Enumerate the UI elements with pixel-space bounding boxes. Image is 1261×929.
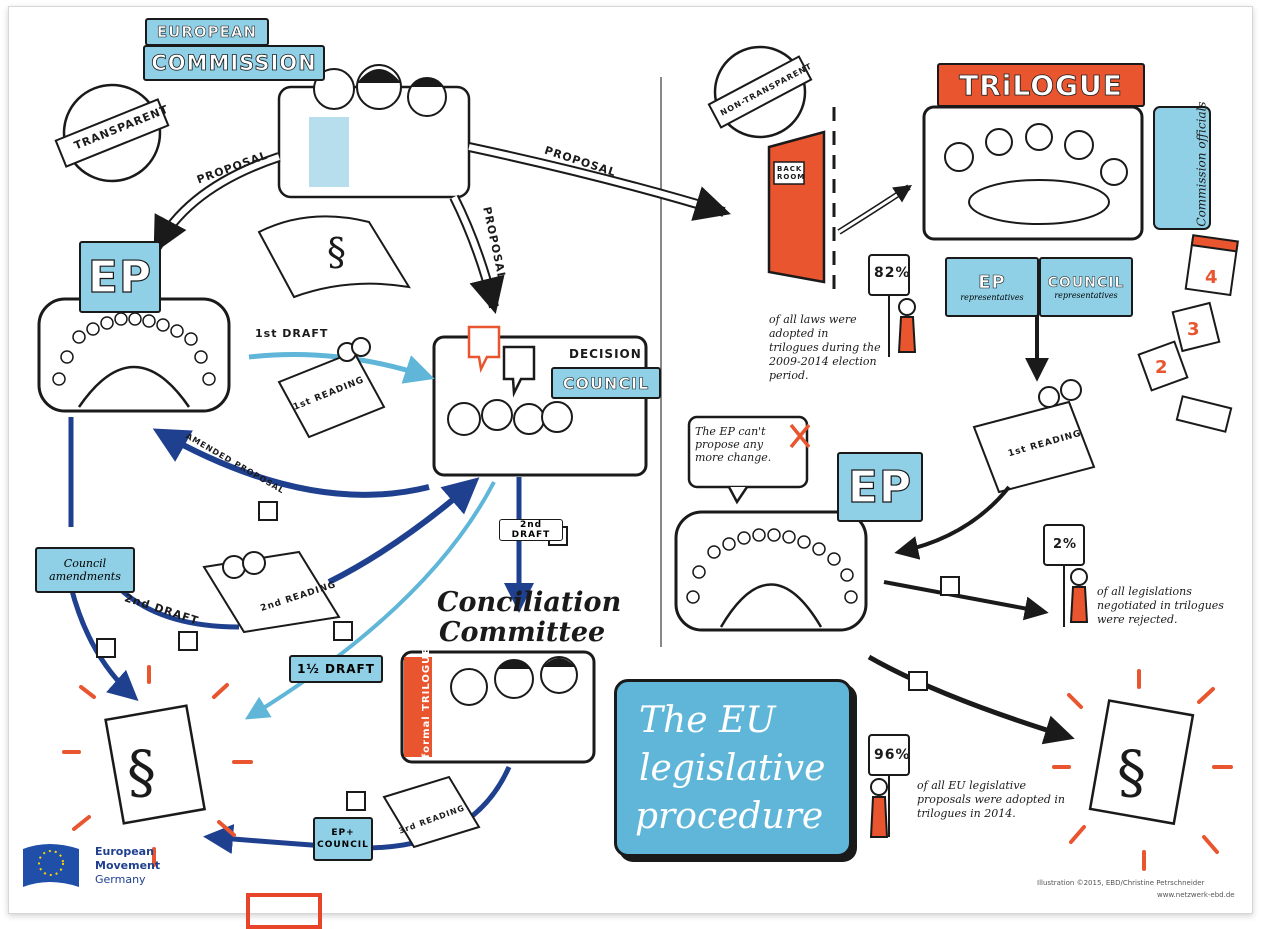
council-label-box: COUNCIL bbox=[551, 367, 661, 399]
credit-line1: Illustration ©2015, EBD/Christine Petrsc… bbox=[1037, 879, 1205, 887]
council-representatives-head: COUNCIL bbox=[1047, 274, 1125, 291]
trilogue-title-box: TRiLOGUE bbox=[937, 63, 1145, 107]
conciliation-line1: Conciliation bbox=[437, 587, 622, 618]
one-half-draft-box: 1½ DRAFT bbox=[289, 655, 383, 683]
ep-cant-bubble bbox=[687, 415, 811, 505]
title-line1: The EU bbox=[639, 700, 776, 741]
title-line2: legislative bbox=[639, 748, 826, 789]
ep-cant-text: The EP can't propose any more change. bbox=[695, 425, 772, 464]
ep-representatives-sub: representatives bbox=[960, 293, 1024, 302]
commission-officials-label: Commission officials bbox=[1194, 101, 1209, 227]
ep-representatives-box: EP representatives bbox=[945, 257, 1039, 317]
calendar-pages bbox=[1137, 234, 1239, 433]
commission-label-box-2: COMMISSION bbox=[143, 45, 325, 81]
title-line3: procedure bbox=[635, 796, 824, 837]
ep-hemicycle-left bbox=[37, 297, 231, 413]
svg-text:§: § bbox=[1117, 738, 1146, 806]
council-representatives-box: COUNCIL representatives bbox=[1039, 257, 1133, 317]
calendar-day-4: 4 bbox=[1205, 267, 1219, 288]
org-line3: Germany bbox=[95, 873, 146, 886]
council-representatives-sub: representatives bbox=[1054, 290, 1118, 300]
conciliation-box bbox=[400, 650, 596, 764]
council-amendments: Council amendments bbox=[49, 557, 121, 583]
back-room-door bbox=[767, 107, 912, 297]
trilogue-meeting bbox=[922, 105, 1211, 241]
eu-flag-logo bbox=[23, 844, 79, 887]
first-reading-paper bbox=[277, 337, 386, 439]
commission-line1: EUROPEAN bbox=[156, 23, 258, 42]
credit-line2: www.netzwerk-ebd.de bbox=[1157, 891, 1235, 899]
transparent-badge bbox=[54, 83, 170, 183]
formal-trilogue-label: formal TRILOGUE bbox=[421, 646, 433, 759]
law-document-left: § bbox=[62, 665, 253, 867]
svg-text:§: § bbox=[327, 230, 346, 274]
stat-2-text: of all legislations negotiated in trilog… bbox=[1097, 585, 1224, 626]
conciliation-line2: Committee bbox=[439, 617, 606, 648]
selection-marker bbox=[246, 893, 322, 929]
calendar-day-2: 2 bbox=[1155, 357, 1169, 378]
ep-council-box: EP+ COUNCIL bbox=[313, 817, 373, 861]
stat-82-text: of all laws were adopted in trilogues du… bbox=[769, 313, 881, 382]
ep-label-left-box: EP bbox=[79, 241, 161, 313]
stat-96-text: of all EU legislative proposals were ado… bbox=[917, 779, 1065, 820]
ep-hemicycle-right bbox=[674, 510, 868, 632]
ep-label-right: EP bbox=[847, 461, 913, 513]
stat-figure-96 bbox=[868, 734, 910, 838]
commission-group: § bbox=[257, 64, 471, 299]
one-half-draft: 1½ DRAFT bbox=[297, 662, 375, 676]
second-reading-paper bbox=[202, 550, 341, 634]
trilogue-title: TRiLOGUE bbox=[959, 68, 1123, 102]
svg-text:§: § bbox=[127, 738, 156, 806]
council-amendments-box: Council amendments bbox=[35, 547, 135, 593]
ep-label-right-box: EP bbox=[837, 452, 923, 522]
commission-line2: COMMISSION bbox=[151, 51, 317, 76]
third-reading-paper bbox=[382, 775, 481, 849]
illustration-canvas: § bbox=[23, 45, 1239, 887]
first-draft-label: 1st DRAFT bbox=[255, 327, 329, 340]
commission-label-box: EUROPEAN bbox=[145, 18, 269, 46]
ep-label-left: EP bbox=[87, 251, 153, 303]
stat-figure-82 bbox=[868, 254, 917, 357]
stat-96-value: 96% bbox=[874, 747, 911, 763]
second-draft-right-box: 2nd DRAFT bbox=[499, 519, 563, 541]
illustration-frame: § bbox=[8, 6, 1253, 914]
back-room-label: BACK ROOM bbox=[777, 165, 806, 181]
ep-council: EP+ COUNCIL bbox=[317, 828, 369, 850]
second-draft-right: 2nd DRAFT bbox=[511, 520, 551, 540]
org-line2: Movement bbox=[95, 859, 161, 872]
non-transparent-badge bbox=[707, 45, 813, 139]
title-box: The EU legislative procedure bbox=[614, 679, 852, 857]
decision-label: DECISION bbox=[569, 347, 642, 361]
law-document-right: § bbox=[1052, 669, 1233, 871]
stat-figure-2 bbox=[1043, 524, 1089, 627]
stat-82-value: 82% bbox=[874, 265, 911, 281]
ep-representatives-head: EP bbox=[978, 272, 1006, 294]
org-line1: European bbox=[95, 845, 154, 858]
first-reading-paper-right bbox=[972, 379, 1096, 494]
stat-2-value: 2% bbox=[1053, 537, 1078, 552]
council-label: COUNCIL bbox=[562, 373, 650, 393]
calendar-day-3: 3 bbox=[1187, 319, 1201, 340]
